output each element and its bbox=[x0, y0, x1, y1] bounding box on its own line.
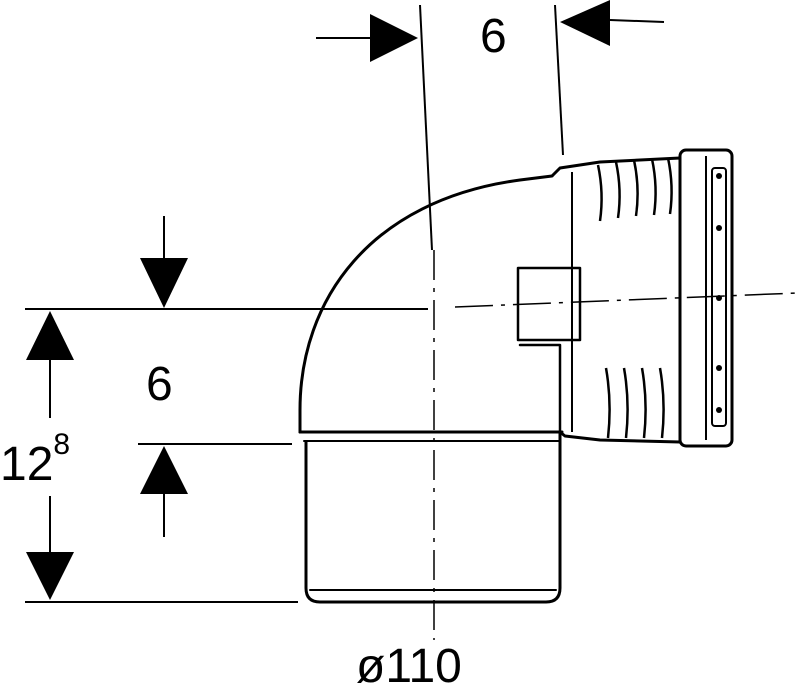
total-height-label: 128 bbox=[0, 428, 70, 491]
dimension-top-offset bbox=[316, 0, 665, 251]
arrow-head-down-inner bbox=[140, 258, 188, 308]
total-height-base: 12 bbox=[0, 438, 53, 491]
vertical-offset-label: 6 bbox=[146, 358, 173, 411]
dimension-left bbox=[25, 216, 428, 603]
horizontal-centerline bbox=[454, 292, 797, 308]
elbow-outer-curve bbox=[298, 174, 554, 434]
horizontal-connector bbox=[516, 148, 734, 448]
arrow-head-right bbox=[560, 0, 610, 46]
elbow-body bbox=[298, 174, 564, 604]
center-lines bbox=[433, 250, 797, 640]
flange-ring bbox=[678, 148, 734, 448]
arrow-line-right bbox=[609, 19, 665, 23]
elbow-inner-edge bbox=[518, 343, 562, 434]
arrow-head-down-outer bbox=[26, 552, 74, 600]
arrow-head-up-inner bbox=[140, 446, 188, 494]
diameter-label: ø110 bbox=[356, 640, 462, 693]
extension-line-top-left bbox=[419, 4, 433, 251]
arrow-head-up-outer bbox=[26, 311, 74, 360]
top-offset-label: 6 bbox=[480, 10, 507, 63]
seal-ribs-lower bbox=[604, 367, 665, 439]
total-height-superscript: 8 bbox=[53, 428, 70, 461]
arrow-head-left bbox=[370, 14, 418, 62]
seal-ribs-upper bbox=[596, 157, 673, 222]
lower-socket bbox=[298, 430, 562, 604]
flange-dots bbox=[716, 173, 722, 413]
extension-line-top-right bbox=[554, 4, 564, 156]
